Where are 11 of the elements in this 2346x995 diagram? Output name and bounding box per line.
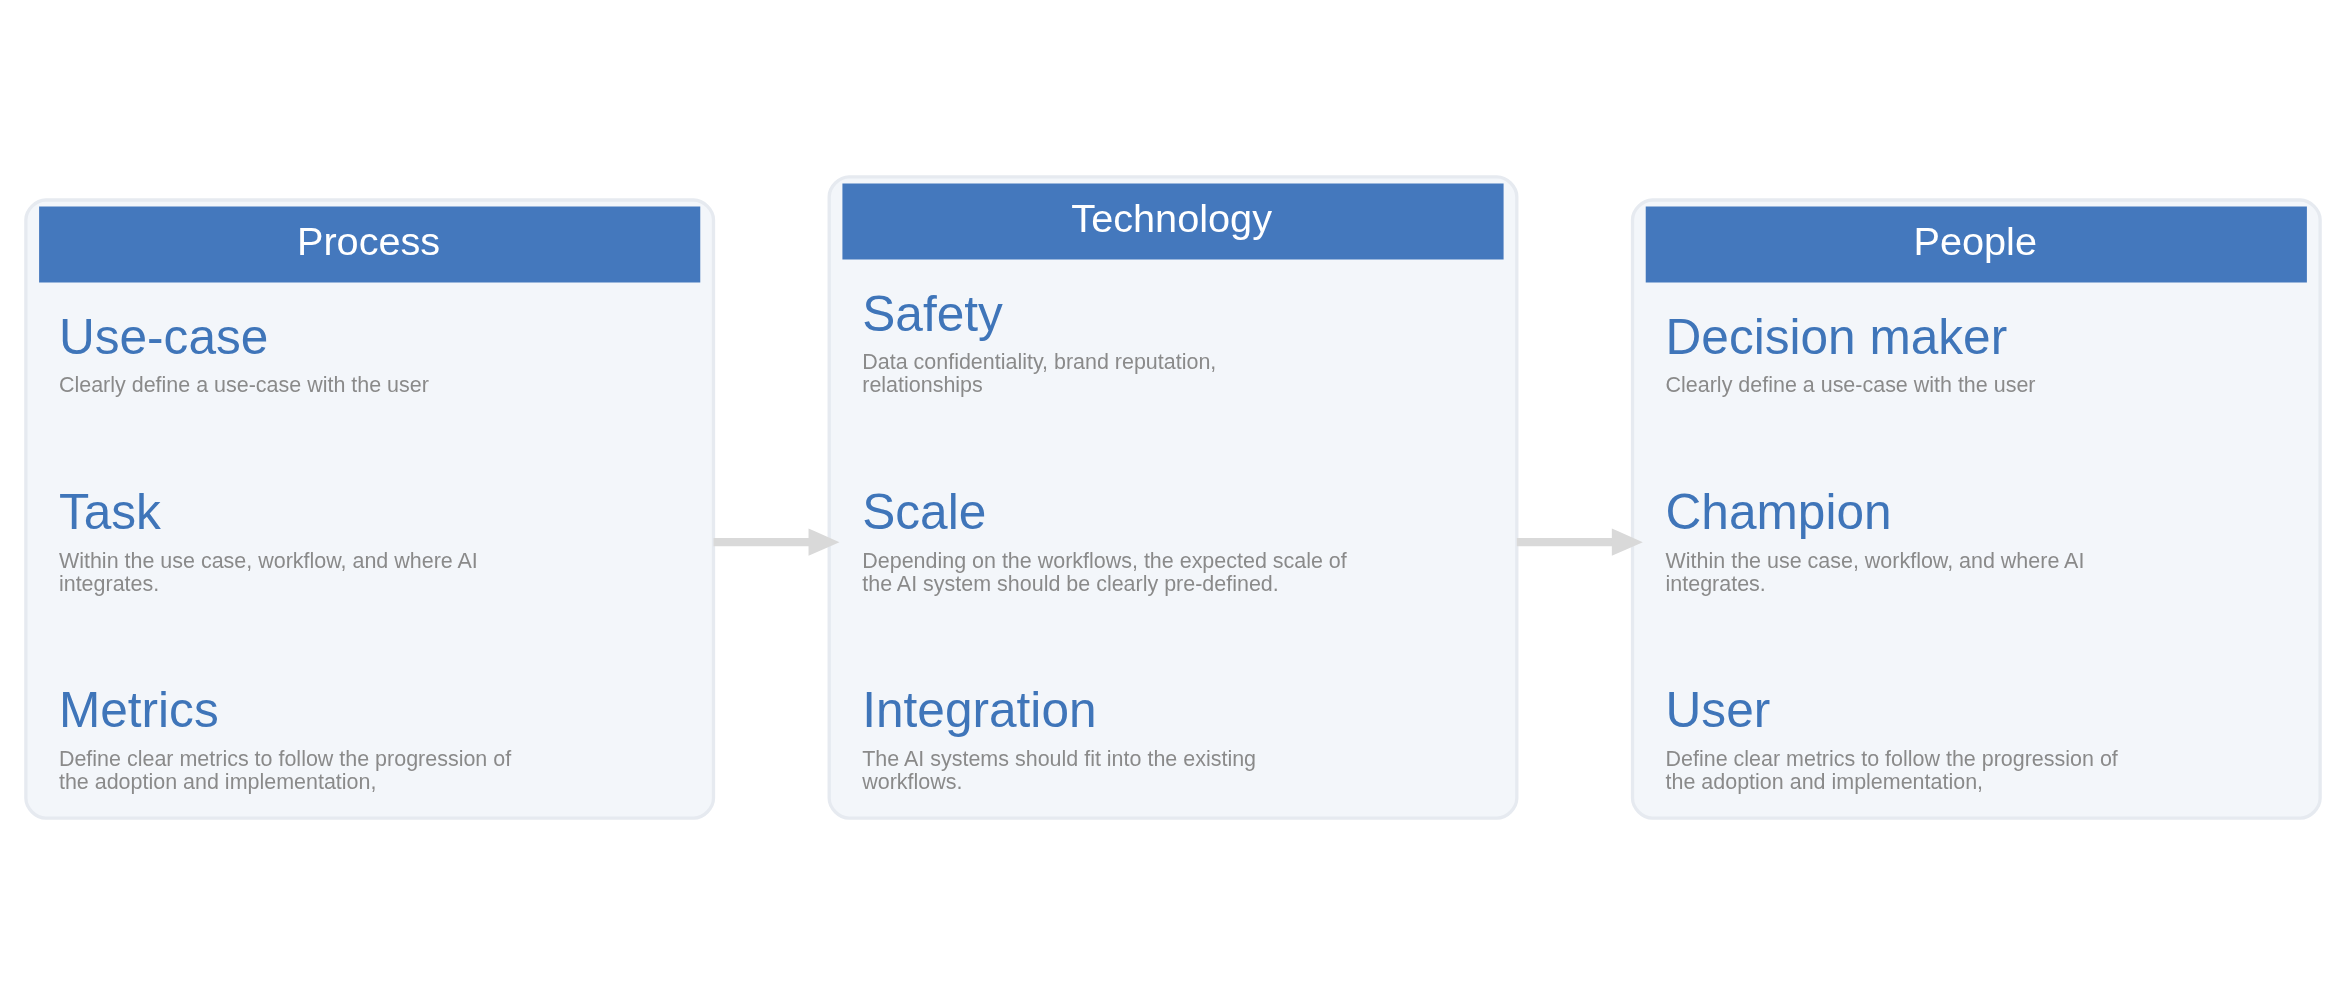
node-text: Safety Data confidentiality, brand reputation, relationships <box>862 285 1217 398</box>
node-text: User Define clear metrics to follow the progression of the adoption and implementation, <box>1665 682 2118 795</box>
node-text: Scale Depending on the workflows, the expected scale of the AI system should be clearly pre-defined. <box>862 483 1347 596</box>
node-text: Task Within the use case, workflow, and where AI integrates. <box>58 483 478 596</box>
node-text: Metrics Define clear metrics to follow the progression of the adoption and implementation, <box>58 682 512 795</box>
arrow <box>1516 528 1643 556</box>
node-text: Integration The AI systems should fit into the existing workflows. <box>862 682 1257 795</box>
node-text: Decision maker Clearly define a use-case with the user <box>1665 308 2036 398</box>
node-text: Champion Within the use case, workflow, and where AI integrates. <box>1665 483 2085 596</box>
arrow <box>713 528 840 556</box>
node-text: Use-case Clearly define a use-case with the user <box>58 308 429 398</box>
